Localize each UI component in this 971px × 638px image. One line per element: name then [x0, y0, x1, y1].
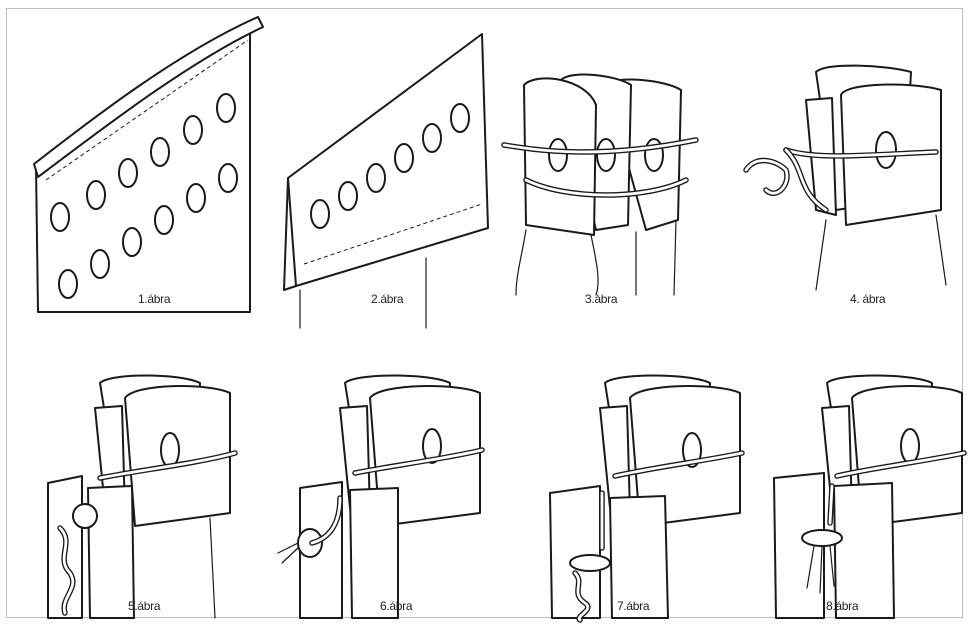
post-knot-icon	[40, 338, 260, 638]
seal-disc-icon	[270, 338, 490, 638]
step-5-illustration	[40, 338, 260, 638]
step-8-illustration	[752, 338, 971, 638]
step-6-caption: 6.ábra	[380, 599, 412, 613]
perforated-sleeve-icon	[28, 12, 248, 312]
step-1-caption: 1.ábra	[138, 292, 170, 306]
step-8-caption: 8.ábra	[826, 599, 858, 613]
sealed-icon	[752, 338, 971, 638]
step-6-illustration	[270, 338, 490, 638]
step-1-illustration	[28, 12, 248, 312]
step-7-illustration	[530, 338, 750, 638]
step-2-illustration	[276, 28, 496, 328]
seal-disc-knot-icon	[530, 338, 750, 638]
step-2-caption: 2.ábra	[371, 292, 403, 306]
step-5-caption: 5.ábra	[128, 599, 160, 613]
step-4-illustration	[736, 40, 956, 340]
step-3-caption: 3.ábra	[585, 292, 617, 306]
knotted-cord-icon	[736, 40, 956, 340]
step-4-caption: 4. ábra	[850, 292, 885, 306]
folded-sleeve-icon	[276, 28, 496, 328]
step-7-caption: 7.ábra	[617, 599, 649, 613]
